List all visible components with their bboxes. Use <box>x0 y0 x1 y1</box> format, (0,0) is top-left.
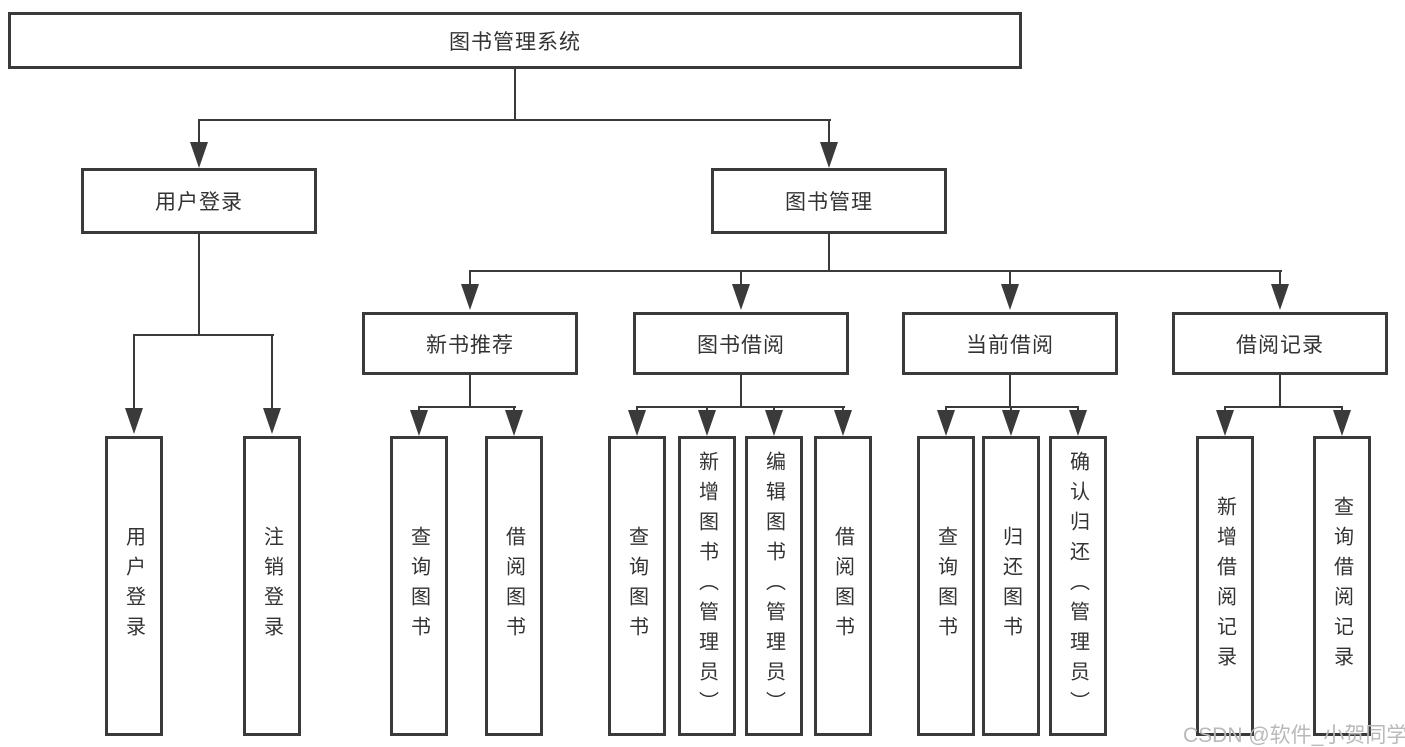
arrowhead-leaf <box>125 408 143 434</box>
arrowhead-leaf <box>1333 410 1351 436</box>
connector-stub-leaf <box>1224 406 1226 412</box>
node-new-book-recommend: 新书推荐 <box>362 312 578 375</box>
connector-borrowrecords-horizontal <box>1224 406 1343 408</box>
connector-stub-book-mgmt <box>828 119 830 144</box>
leaf-return-books: 归还图书 <box>982 436 1040 736</box>
connector-root-vertical <box>514 69 516 120</box>
arrowhead-current-borrow <box>1001 284 1019 310</box>
node-user-login-label: 用户登录 <box>155 191 243 214</box>
leaf-user-login: 用户登录 <box>105 436 163 736</box>
node-new-book-recommend-label: 新书推荐 <box>426 333 514 357</box>
connector-bookborrow-horizontal <box>636 406 845 408</box>
node-root-label: 图书管理系统 <box>449 30 581 54</box>
arrowhead-leaf <box>505 410 523 436</box>
arrowhead-book-mgmt <box>820 142 838 168</box>
connector-stub-leaf <box>945 406 947 412</box>
connector-stub-leaf <box>773 406 775 412</box>
leaf-query-books-2-label: 查询图书 <box>625 526 648 646</box>
arrowhead-leaf <box>410 410 428 436</box>
connector-bookmgmt-vertical <box>828 234 830 271</box>
connector-stub-borrow-records <box>1279 270 1281 284</box>
connector-stub-leaf <box>706 406 708 412</box>
connector-stub-new-books <box>469 270 471 284</box>
connector-bookborrow-vertical <box>740 375 742 407</box>
connector-stub-leaf <box>271 334 273 410</box>
leaf-query-borrow-record: 查询借阅记录 <box>1313 436 1371 736</box>
leaf-borrow-books-1: 借阅图书 <box>485 436 543 736</box>
arrowhead-user-login <box>190 142 208 168</box>
leaf-borrow-books-1-label: 借阅图书 <box>502 526 525 646</box>
connector-stub-leaf <box>513 406 515 412</box>
node-root: 图书管理系统 <box>8 12 1022 69</box>
arrowhead-leaf <box>1069 410 1087 436</box>
arrowhead-borrow-records <box>1271 284 1289 310</box>
csdn-watermark: CSDN @软件_小贺同学 <box>1183 724 1405 747</box>
connector-stub-leaf <box>1077 406 1079 412</box>
leaf-confirm-return-admin: 确认归还（管理员） <box>1049 436 1107 736</box>
arrowhead-new-books <box>461 284 479 310</box>
connector-stub-leaf <box>133 334 135 410</box>
arrowhead-leaf <box>698 410 716 436</box>
leaf-logout: 注销登录 <box>243 436 301 736</box>
leaf-query-books-1-label: 查询图书 <box>407 526 430 646</box>
leaf-query-books-1: 查询图书 <box>390 436 448 736</box>
node-user-login: 用户登录 <box>81 168 317 234</box>
connector-newbooks-horizontal <box>418 406 516 408</box>
arrowhead-leaf <box>628 410 646 436</box>
connector-stub-leaf <box>418 406 420 412</box>
connector-userlogin-vertical <box>198 234 200 335</box>
node-book-management-label: 图书管理 <box>785 191 873 214</box>
leaf-borrow-books-2: 借阅图书 <box>814 436 872 736</box>
node-book-borrow-label: 图书借阅 <box>697 333 785 357</box>
arrowhead-leaf <box>834 410 852 436</box>
leaf-query-borrow-record-label: 查询借阅记录 <box>1330 496 1353 676</box>
node-current-borrow: 当前借阅 <box>902 312 1118 375</box>
arrowhead-leaf <box>263 408 281 434</box>
leaf-add-books-admin: 新增图书（管理员） <box>678 436 736 736</box>
leaf-logout-label: 注销登录 <box>260 526 283 646</box>
arrowhead-leaf <box>1216 410 1234 436</box>
arrowhead-leaf <box>937 410 955 436</box>
connector-stub-leaf <box>1341 406 1343 412</box>
node-borrow-records-label: 借阅记录 <box>1236 333 1324 357</box>
connector-borrowrecords-vertical <box>1279 375 1281 407</box>
leaf-query-books-2: 查询图书 <box>608 436 666 736</box>
arrowhead-book-borrow <box>732 284 750 310</box>
leaf-query-books-3: 查询图书 <box>917 436 975 736</box>
arrowhead-leaf <box>765 410 783 436</box>
leaf-edit-books-admin: 编辑图书（管理员） <box>745 436 803 736</box>
connector-stub-book-borrow <box>740 270 742 284</box>
connector-stub-leaf <box>1010 406 1012 412</box>
leaf-edit-books-admin-label: 编辑图书（管理员） <box>762 451 785 721</box>
node-book-management: 图书管理 <box>711 168 947 234</box>
leaf-user-login-label: 用户登录 <box>122 526 145 646</box>
leaf-add-borrow-record: 新增借阅记录 <box>1196 436 1254 736</box>
leaf-add-borrow-record-label: 新增借阅记录 <box>1213 496 1236 676</box>
connector-stub-user-login <box>198 119 200 144</box>
connector-stub-leaf <box>636 406 638 412</box>
leaf-return-books-label: 归还图书 <box>999 526 1022 646</box>
leaf-query-books-3-label: 查询图书 <box>934 526 957 646</box>
connector-bookmgmt-horizontal <box>469 270 1282 272</box>
node-book-borrow: 图书借阅 <box>633 312 849 375</box>
connector-stub-current-borrow <box>1009 270 1011 284</box>
node-current-borrow-label: 当前借阅 <box>966 333 1054 357</box>
leaf-borrow-books-2-label: 借阅图书 <box>831 526 854 646</box>
connector-userlogin-horizontal <box>133 334 274 336</box>
connector-currentborrow-horizontal <box>945 406 1079 408</box>
connector-root-horizontal <box>198 119 831 121</box>
node-borrow-records: 借阅记录 <box>1172 312 1388 375</box>
leaf-add-books-admin-label: 新增图书（管理员） <box>695 451 718 721</box>
connector-stub-leaf <box>842 406 844 412</box>
connector-currentborrow-vertical <box>1009 375 1011 407</box>
connector-newbooks-vertical <box>469 375 471 407</box>
leaf-confirm-return-admin-label: 确认归还（管理员） <box>1066 451 1089 721</box>
arrowhead-leaf <box>1002 410 1020 436</box>
